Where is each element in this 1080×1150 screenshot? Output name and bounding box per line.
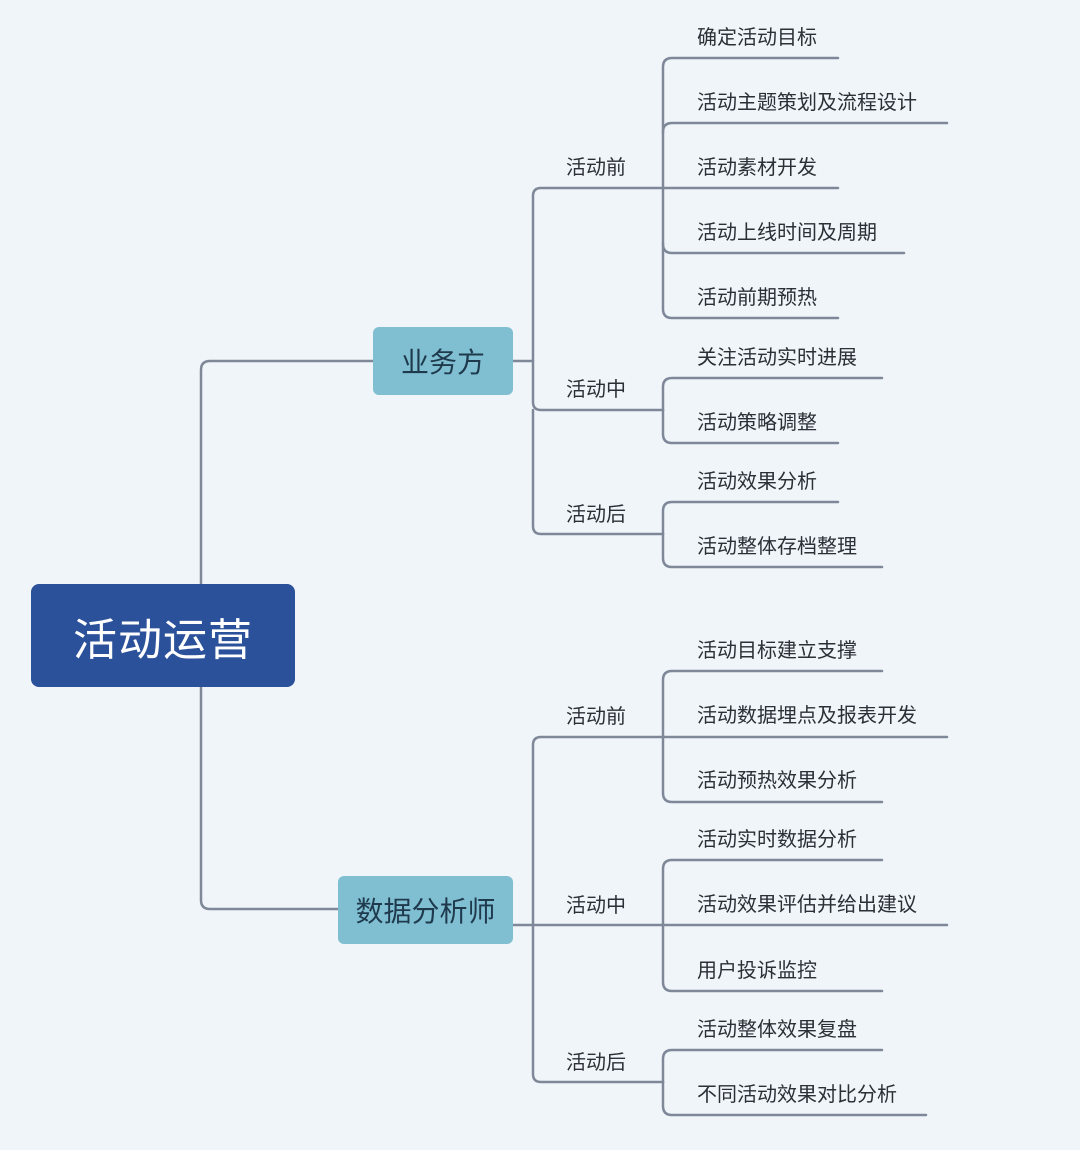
leaf-label: 活动数据埋点及报表开发 xyxy=(697,703,917,727)
leaf-label: 活动前期预热 xyxy=(697,285,817,309)
leaf-label: 活动预热效果分析 xyxy=(697,768,857,792)
connector-leaf xyxy=(661,500,840,536)
connector-root-business xyxy=(199,359,375,586)
connector-business-phase3 xyxy=(531,408,665,536)
phase-label: 活动中 xyxy=(566,893,626,917)
leaf-label: 活动策略调整 xyxy=(697,410,817,434)
phase-label: 活动中 xyxy=(566,377,626,401)
connector-leaf xyxy=(661,1080,928,1117)
phase-label: 活动后 xyxy=(566,1050,626,1074)
connector-analyst-phase3 xyxy=(531,923,665,1084)
root-label: 活动运营 xyxy=(73,614,253,666)
branch-label: 业务方 xyxy=(400,346,485,379)
leaf-label: 不同活动效果对比分析 xyxy=(697,1082,897,1106)
connector-leaf xyxy=(661,408,840,445)
connector-leaf xyxy=(661,923,884,993)
leaf-label: 活动效果分析 xyxy=(697,469,817,493)
leaf-label: 活动上线时间及周期 xyxy=(697,220,877,244)
phase-label: 活动前 xyxy=(566,704,626,728)
leaf-label: 用户投诉监控 xyxy=(697,958,817,982)
connector-leaf xyxy=(661,669,884,739)
phase-label: 活动前 xyxy=(566,155,626,179)
connector-leaf xyxy=(661,735,884,804)
leaf-label: 活动整体效果复盘 xyxy=(697,1017,857,1041)
leaf-label: 活动素材开发 xyxy=(697,155,817,179)
leaf-label: 活动效果评估并给出建议 xyxy=(697,892,917,916)
leaf-label: 活动实时数据分析 xyxy=(697,827,857,851)
branch-label: 数据分析师 xyxy=(355,895,496,928)
connector-leaf xyxy=(661,858,884,927)
leaf-label: 关注活动实时进展 xyxy=(697,345,857,369)
connector-leaf xyxy=(661,1048,884,1084)
branch-node-analyst: 数据分析师 xyxy=(338,876,513,944)
leaf-label: 活动主题策划及流程设计 xyxy=(697,90,917,114)
connector-business-phase2 xyxy=(531,359,665,412)
branch-node-business: 业务方 xyxy=(373,327,513,395)
connector-leaf xyxy=(661,532,884,569)
connector-leaf xyxy=(661,242,840,320)
connector-leaf xyxy=(661,56,840,190)
leaf-label: 活动目标建立支撑 xyxy=(697,638,857,662)
leaf-label: 确定活动目标 xyxy=(697,25,817,49)
root-node: 活动运营 xyxy=(31,584,295,687)
leaf-label: 活动整体存档整理 xyxy=(697,534,857,558)
connector-leaf xyxy=(661,376,884,412)
phase-label: 活动后 xyxy=(566,502,626,526)
connector-analyst-phase1 xyxy=(511,735,665,927)
connector-leaf xyxy=(661,121,949,134)
connector-root-analyst xyxy=(199,685,340,911)
connector-business-phase1 xyxy=(511,186,665,363)
